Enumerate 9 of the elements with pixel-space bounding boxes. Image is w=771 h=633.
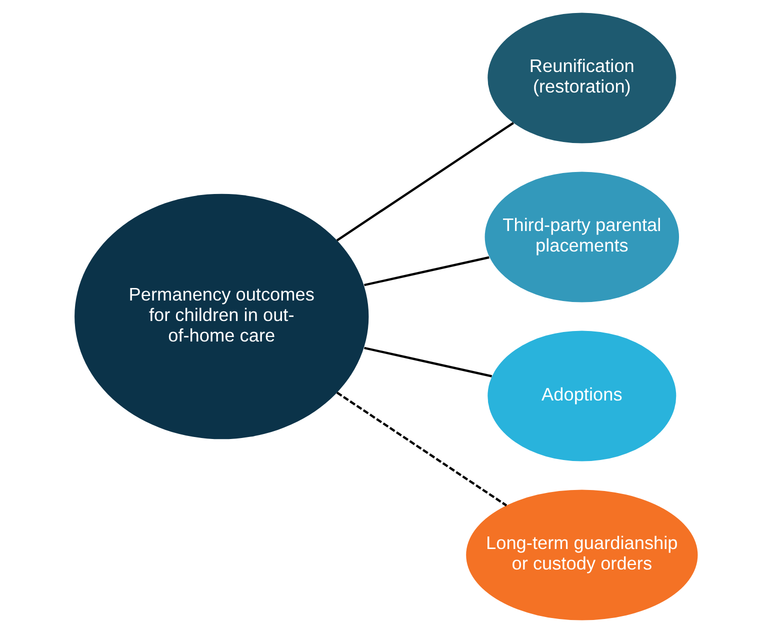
connector xyxy=(364,256,489,286)
node-ellipse: Reunification (restoration) xyxy=(487,12,676,144)
node-ellipse: Permanency outcomes for children in out-of-home care xyxy=(74,194,368,440)
connector xyxy=(336,122,514,242)
node-ellipse: Third-party parental placements xyxy=(484,172,679,302)
node-ellipse: Long-term guardianship or custody orders xyxy=(466,490,698,620)
connector xyxy=(364,346,492,378)
connector xyxy=(336,392,507,506)
node-ellipse: Adoptions xyxy=(487,330,676,462)
